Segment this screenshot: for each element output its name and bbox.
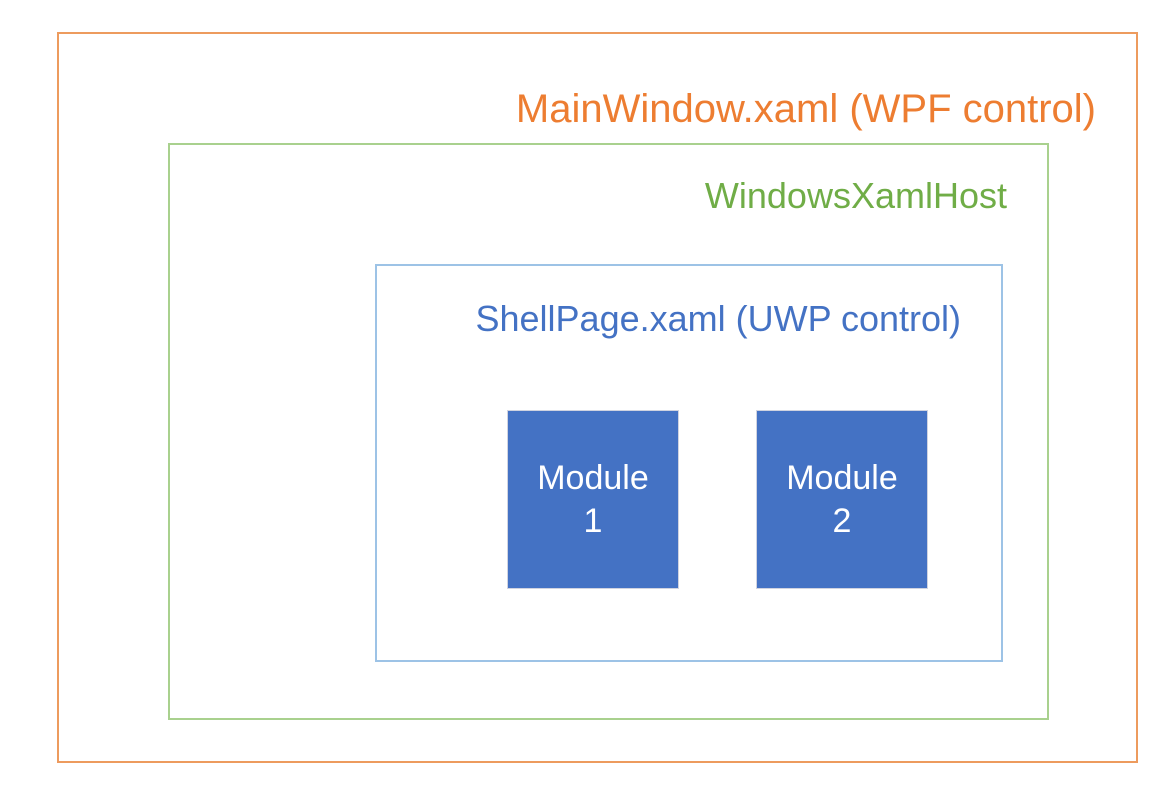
shell-page-label: ShellPage.xaml (UWP control) — [475, 298, 961, 339]
module-2-name: Module — [786, 459, 898, 497]
wpf-window-label: MainWindow.xaml (WPF control) — [515, 87, 1096, 131]
module-2-index: 2 — [832, 501, 852, 540]
xaml-host-container: WindowsXamlHost ShellPage.xaml (UWP cont… — [168, 143, 1049, 720]
xaml-host-label: WindowsXamlHost — [704, 175, 1007, 216]
module-box-1: Module 1 — [507, 410, 679, 589]
wpf-window-container: MainWindow.xaml (WPF control) WindowsXam… — [57, 32, 1138, 763]
shell-page-container: ShellPage.xaml (UWP control) Module 1 Mo… — [375, 264, 1003, 662]
module-1-index: 1 — [583, 501, 603, 540]
module-1-name: Module — [537, 459, 649, 497]
module-box-2: Module 2 — [756, 410, 928, 589]
